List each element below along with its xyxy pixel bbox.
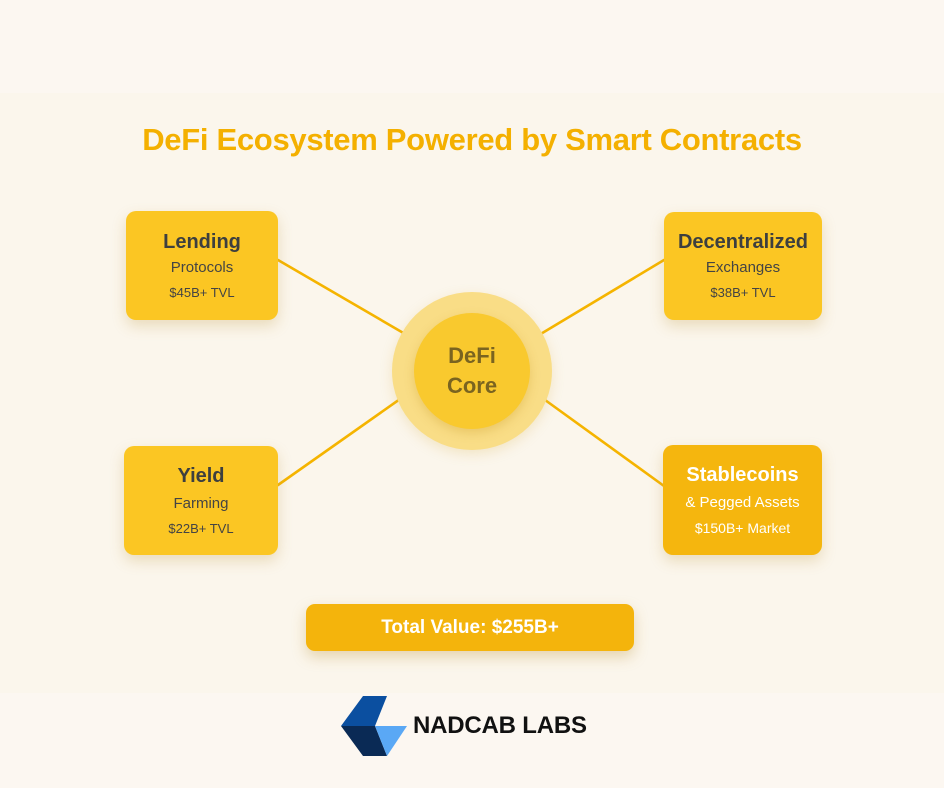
node-title: Lending bbox=[163, 230, 241, 253]
node-title: Decentralized bbox=[677, 231, 809, 253]
node-title: Yield bbox=[177, 464, 225, 487]
node-subtitle: Protocols bbox=[170, 258, 234, 276]
node-dex: Decentralized Exchanges $38B+ TVL bbox=[664, 212, 822, 320]
node-yield: Yield Farming $22B+ TVL bbox=[124, 446, 278, 555]
diagram-title: DeFi Ecosystem Powered by Smart Contract… bbox=[142, 122, 802, 157]
connector-lending bbox=[276, 258, 414, 340]
node-value: $22B+ TVL bbox=[168, 520, 234, 536]
node-lending: Lending Protocols $45B+ TVL bbox=[126, 211, 278, 320]
node-title: Stablecoins bbox=[686, 464, 799, 486]
nadcab-logo-icon bbox=[341, 696, 407, 756]
brand-logo: NADCAB LABS bbox=[341, 696, 587, 756]
node-value: $150B+ Market bbox=[694, 520, 791, 536]
connector-yield bbox=[276, 390, 412, 487]
core-label-line1: DeFi bbox=[448, 343, 496, 368]
node-subtitle: & Pegged Assets bbox=[685, 494, 800, 511]
node-value: $45B+ TVL bbox=[169, 284, 235, 300]
connector-dex bbox=[532, 258, 666, 340]
node-value: $38B+ TVL bbox=[710, 285, 776, 300]
node-subtitle: Farming bbox=[173, 494, 229, 512]
core-label-line2: Core bbox=[446, 373, 498, 398]
total-value-banner: Total Value: $255B+ bbox=[306, 604, 634, 651]
node-subtitle: Exchanges bbox=[705, 259, 781, 276]
connector-stablecoins bbox=[532, 390, 666, 488]
brand-name: NADCAB LABS bbox=[413, 712, 587, 739]
defi-core-node: DeFi Core bbox=[414, 313, 530, 429]
node-stablecoins: Stablecoins & Pegged Assets $150B+ Marke… bbox=[663, 445, 822, 555]
